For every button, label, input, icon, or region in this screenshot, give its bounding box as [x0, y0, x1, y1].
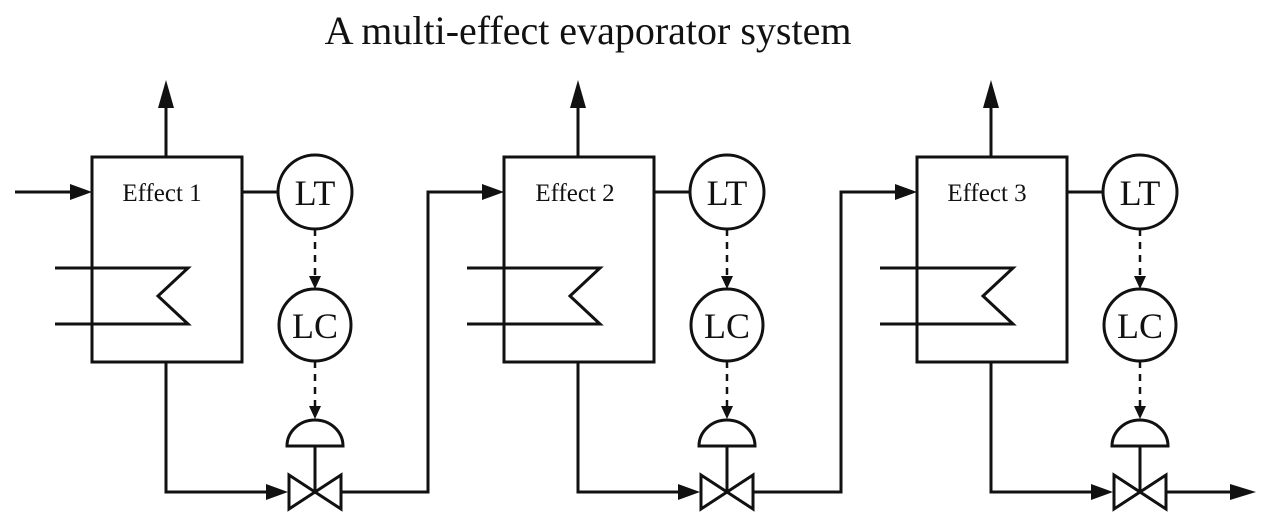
liquid-outlet-line — [989, 362, 1113, 500]
effect-label: Effect 1 — [122, 180, 201, 207]
level-controller-label: LC — [704, 306, 750, 346]
heating-coil — [55, 266, 192, 326]
vapor-outlet-arrow — [570, 80, 586, 157]
vapor-outlet-arrow — [158, 80, 174, 157]
product-outlet-stream — [1166, 484, 1256, 500]
heating-coil — [467, 266, 604, 326]
feed-inlet-stream — [15, 184, 92, 200]
effect-3-unit: Effect 3 LT LC — [880, 80, 1179, 512]
effect-2-unit: Effect 2 LT LC — [467, 80, 766, 512]
liquid-outlet-line — [164, 362, 288, 500]
transfer-line-1-to-2 — [341, 184, 504, 494]
level-transmitter-label: LT — [1120, 173, 1161, 213]
effect-label: Effect 3 — [947, 180, 1026, 207]
effect-1-unit: Effect 1 LT LC — [55, 80, 354, 512]
control-valve — [697, 418, 757, 512]
control-valve — [285, 418, 345, 512]
diagram-title: A multi-effect evaporator system — [325, 8, 852, 53]
heating-coil — [880, 266, 1017, 326]
transfer-line-2-to-3 — [753, 184, 917, 494]
level-transmitter-label: LT — [295, 173, 336, 213]
control-valve — [1110, 418, 1170, 512]
effect-label: Effect 2 — [535, 180, 614, 207]
level-controller-label: LC — [292, 306, 338, 346]
level-controller-label: LC — [1117, 306, 1163, 346]
vapor-outlet-arrow — [983, 80, 999, 157]
liquid-outlet-line — [576, 362, 700, 500]
level-transmitter-label: LT — [707, 173, 748, 213]
